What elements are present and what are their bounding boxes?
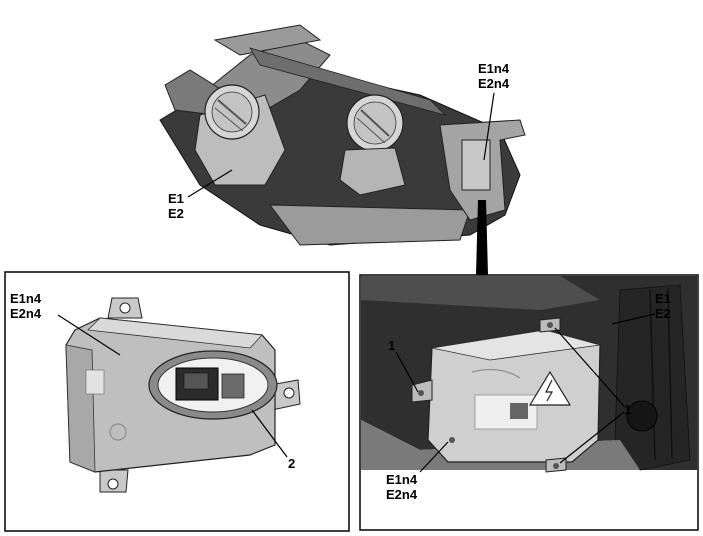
right-lamp-label-line1: E1 bbox=[655, 291, 671, 306]
headlamp-assembly bbox=[159, 24, 526, 246]
top-lamp-leader bbox=[187, 169, 233, 198]
right-module-leader bbox=[419, 441, 449, 473]
top-module-label-line2: E2n4 bbox=[478, 76, 510, 91]
right-screw-leader-upper bbox=[554, 327, 625, 407]
right-screw-callout-right: 1 bbox=[624, 402, 631, 417]
top-lamp-label-line1: E1 bbox=[168, 191, 184, 206]
top-module-label-line1: E1n4 bbox=[478, 61, 510, 76]
installed-module-detail bbox=[361, 276, 697, 473]
left-module-label-line1: E1n4 bbox=[10, 291, 42, 306]
right-module-label-line1: E1n4 bbox=[386, 472, 418, 487]
top-module-leader bbox=[483, 92, 495, 161]
right-lamp-leader bbox=[611, 313, 656, 325]
right-module-label-line2: E2n4 bbox=[386, 487, 418, 502]
right-lamp-label-line2: E2 bbox=[655, 306, 671, 321]
left-module-leader bbox=[57, 314, 121, 356]
right-screw-callout-left: 1 bbox=[388, 338, 395, 353]
left-seal-leader bbox=[251, 409, 288, 458]
control-module-detail bbox=[65, 297, 301, 493]
left-seal-callout: 2 bbox=[288, 456, 295, 471]
top-lamp-label-line2: E2 bbox=[168, 206, 184, 221]
zoom-pointer bbox=[476, 200, 488, 275]
left-module-label-line2: E2n4 bbox=[10, 306, 42, 321]
right-screw-leader-left bbox=[395, 351, 419, 393]
right-screw-leader-lower bbox=[559, 411, 625, 464]
